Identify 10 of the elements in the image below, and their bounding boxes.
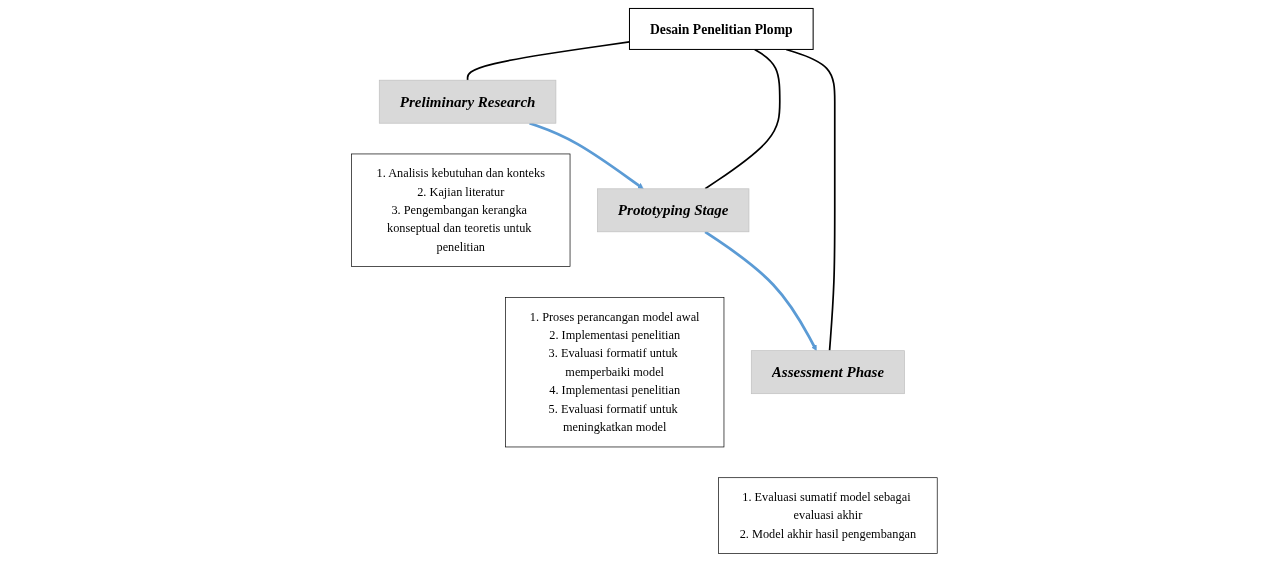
node-box: 1. Proses perancangan model awal 2. Implementasi penelitian 3. Evaluasi formatif untuk memperbaiki model 4. Implementasi penelitian 5. Evaluasi formatif untuk meningkatkan model [504,297,724,448]
node-box: Desain Penelitian Plomp [628,7,814,50]
node-box: Prototyping Stage [596,188,749,233]
node-box: 1. Analisis kebutuhan dan konteks 2. Kajian literatur 3. Pengembangan kerangka konseptual dan teoretis untuk penelitian [350,153,571,267]
node-box: Preliminary Research [378,79,556,124]
node-box: 1. Evaluasi sumatif model sebagai evaluasi akhir 2. Model akhir hasil pengembangan [717,477,938,554]
arrow [704,230,817,351]
connector [703,48,781,190]
node-box: Assessment Phase [750,350,905,395]
connector [466,41,630,82]
